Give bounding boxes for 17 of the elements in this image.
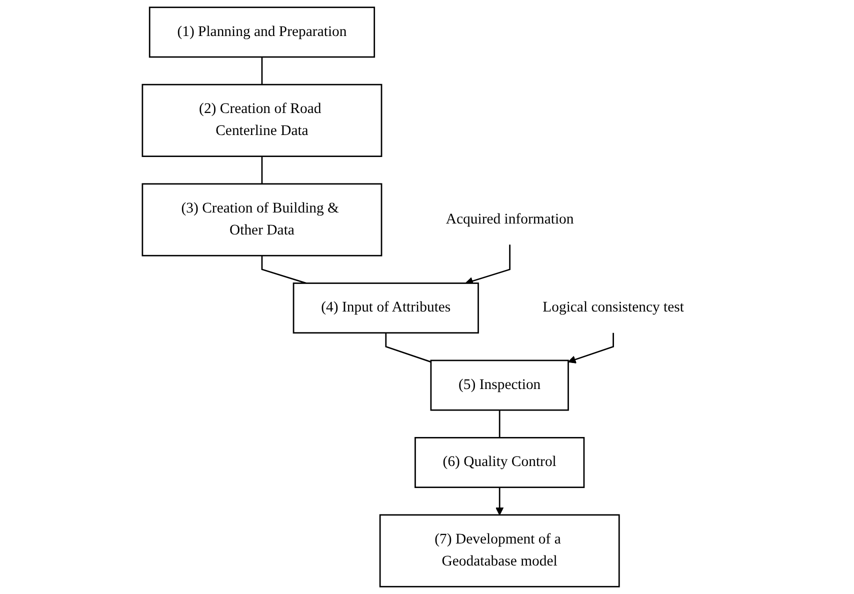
node-text: Logical consistency test: [542, 300, 684, 316]
node-box: (4) Input of Attributes: [292, 282, 479, 334]
node-box: (2) Creation of Road Centerline Data: [142, 84, 382, 157]
node-box: (1) Planning and Preparation: [148, 6, 376, 58]
node-box: (7) Development of a Geodatabase model: [379, 514, 620, 588]
connector: [261, 57, 263, 85]
node-text: Acquired information: [446, 211, 574, 228]
node-box: (5) Inspection: [430, 360, 569, 411]
node-box: (6) Quality Control: [414, 437, 585, 488]
connector: [385, 332, 432, 363]
connector: [498, 410, 500, 438]
arrow: [568, 332, 614, 364]
connector: [261, 156, 263, 184]
connector: [261, 256, 306, 284]
arrow: [496, 487, 504, 516]
node-box: (3) Creation of Building & Other Data: [142, 183, 382, 256]
arrow: [465, 244, 510, 285]
